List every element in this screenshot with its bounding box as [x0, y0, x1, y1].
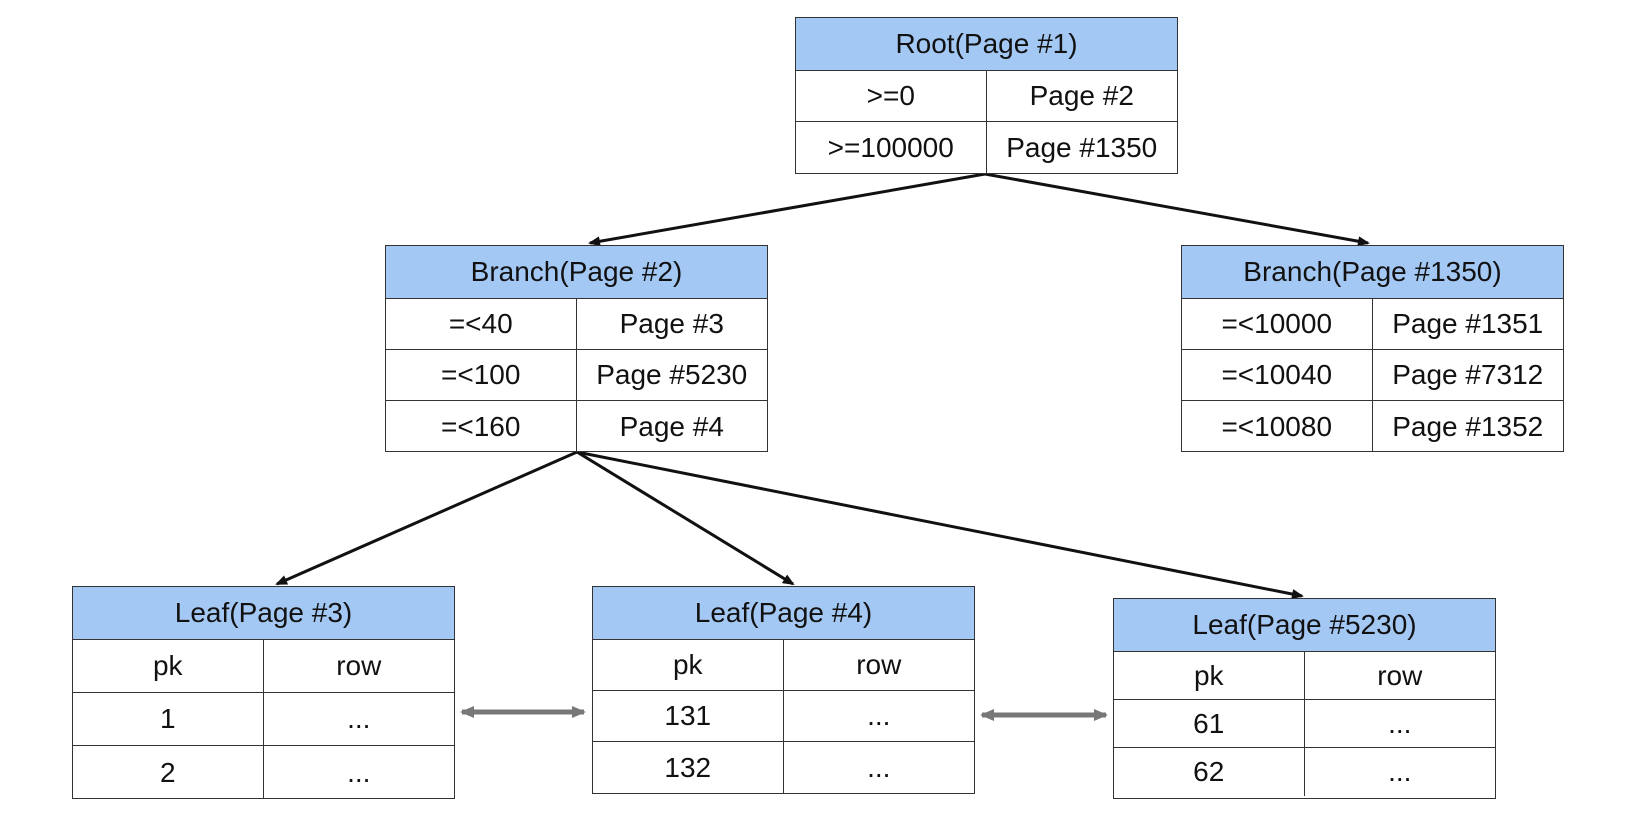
- leaf-3-row-value: ...: [347, 703, 371, 734]
- leaf-3-pk: 1: [73, 693, 264, 745]
- leaf-4-pk: 132: [593, 742, 784, 793]
- branch-2-key: =<160: [386, 401, 577, 452]
- leaf-5230-header-row: pk row: [1114, 652, 1495, 700]
- leaf-4-title: Leaf(Page #4): [593, 587, 974, 640]
- leaf-4-row-value: ...: [867, 700, 891, 731]
- branch-1350-page: Page #7312: [1392, 359, 1544, 390]
- branch-2-node: Branch(Page #2) =<40 Page #3 =<100 Page …: [385, 245, 768, 452]
- branch-1350-key: =<10080: [1182, 401, 1373, 452]
- branch-2-page: Page #4: [619, 410, 724, 442]
- branch-2-key: =<100: [386, 350, 577, 400]
- branch-2-row: =<100 Page #5230: [386, 350, 767, 401]
- leaf-3-pk: 2: [73, 746, 264, 799]
- branch-2-page: Page #3: [619, 308, 724, 339]
- root-key: >=100000: [796, 122, 987, 173]
- branch-2-page: Page #5230: [596, 359, 748, 390]
- leaf-4-header-row: pk row: [593, 640, 974, 691]
- leaf-5230-row-value: ...: [1388, 707, 1412, 739]
- leaf-5230-row: 61 ...: [1114, 700, 1495, 748]
- edge-root-to-branch-2: [588, 172, 986, 247]
- edge-branch-2-to-leaf-5230: [576, 450, 1304, 599]
- leaf-5230-row-header: row: [1377, 659, 1423, 691]
- leaf-5230-pk-header: pk: [1114, 652, 1305, 699]
- branch-1350-row: =<10000 Page #1351: [1182, 299, 1563, 350]
- leaf-3-header-row: pk row: [73, 640, 454, 693]
- branch-2-row: =<160 Page #4: [386, 401, 767, 452]
- branch-1350-title: Branch(Page #1350): [1182, 246, 1563, 299]
- leaf-4-row-header: row: [856, 649, 902, 680]
- leaf-4-pk: 131: [593, 691, 784, 741]
- leaf-3-row: 1 ...: [73, 693, 454, 746]
- edge-branch-2-to-leaf-3: [275, 450, 578, 586]
- branch-1350-row: =<10080 Page #1352: [1182, 401, 1563, 452]
- leaf-3-row-value: ...: [347, 756, 371, 788]
- leaf-3-row: 2 ...: [73, 746, 454, 799]
- branch-1350-key: =<10040: [1182, 350, 1373, 400]
- leaf-4-node: Leaf(Page #4) pk row 131 ... 132 ...: [592, 586, 975, 794]
- branch-2-row: =<40 Page #3: [386, 299, 767, 350]
- leaf-5230-pk: 61: [1114, 700, 1305, 747]
- root-row: >=0 Page #2: [796, 71, 1177, 122]
- branch-2-title: Branch(Page #2): [386, 246, 767, 299]
- leaf-5230-title: Leaf(Page #5230): [1114, 599, 1495, 652]
- leaf-4-pk-header: pk: [593, 640, 784, 690]
- branch-2-key: =<40: [386, 299, 577, 349]
- root-key: >=0: [796, 71, 987, 121]
- leaf-4-row: 131 ...: [593, 691, 974, 742]
- root-page: Page #2: [1029, 80, 1134, 111]
- branch-1350-row: =<10040 Page #7312: [1182, 350, 1563, 401]
- leaf-4-row: 132 ...: [593, 742, 974, 793]
- root-row: >=100000 Page #1350: [796, 122, 1177, 173]
- edge-root-to-branch-1350: [984, 172, 1370, 247]
- root-node: Root(Page #1) >=0 Page #2 >=100000 Page …: [795, 17, 1178, 174]
- leaf-3-title: Leaf(Page #3): [73, 587, 454, 640]
- leaf-4-row-value: ...: [867, 751, 891, 783]
- edge-branch-2-to-leaf-4: [576, 450, 795, 586]
- leaf-3-node: Leaf(Page #3) pk row 1 ... 2 ...: [72, 586, 455, 799]
- leaf-3-row-header: row: [336, 650, 382, 681]
- branch-1350-node: Branch(Page #1350) =<10000 Page #1351 =<…: [1181, 245, 1564, 452]
- leaf-5230-row-value: ...: [1388, 756, 1412, 787]
- branch-1350-key: =<10000: [1182, 299, 1373, 349]
- branch-1350-page: Page #1351: [1392, 308, 1544, 339]
- leaf-5230-node: Leaf(Page #5230) pk row 61 ... 62 ...: [1113, 598, 1496, 799]
- root-page: Page #1350: [1006, 131, 1158, 163]
- root-title: Root(Page #1): [796, 18, 1177, 71]
- leaf-3-pk-header: pk: [73, 640, 264, 692]
- leaf-5230-row: 62 ...: [1114, 748, 1495, 796]
- branch-1350-page: Page #1352: [1392, 410, 1544, 442]
- leaf-5230-pk: 62: [1114, 748, 1305, 796]
